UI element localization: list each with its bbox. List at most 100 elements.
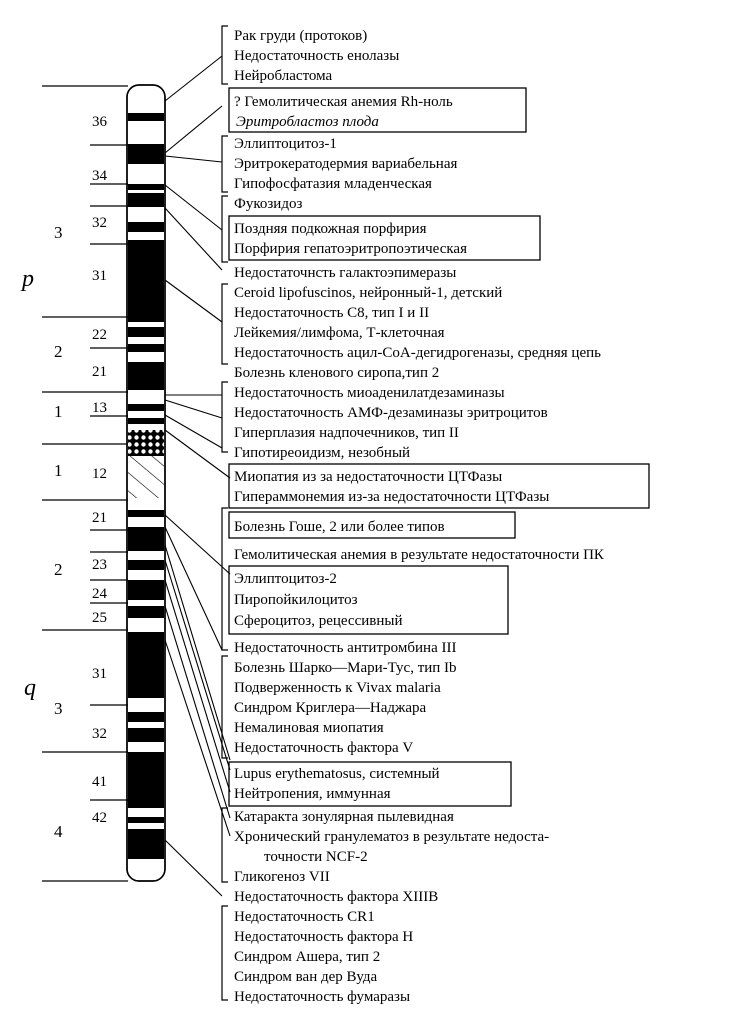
disorder-label: Порфирия гепатоэритропоэтическая bbox=[234, 241, 467, 257]
disorder-label: Немалиновая миопатия bbox=[234, 720, 384, 736]
disorder-label: Сфероцитоз, рецессивный bbox=[234, 613, 403, 629]
disorder-label: точности NCF-2 bbox=[264, 849, 368, 865]
brackets bbox=[221, 25, 228, 1001]
disorder-label: Ceroid lipofuscinos, нейронный-1, детски… bbox=[234, 285, 502, 301]
band-label: 31 bbox=[92, 666, 107, 682]
disorder-label: Миопатия из за недостаточности ЦТФазы bbox=[234, 469, 502, 485]
disorder-label: Нейтропения, иммунная bbox=[234, 786, 391, 802]
disorder-list: Рак груди (протоков) Недостаточность ено… bbox=[234, 28, 605, 1005]
disorder-label: Болезнь кленового сиропа,тип 2 bbox=[234, 365, 439, 381]
band-dark bbox=[128, 362, 164, 390]
band-label: 24 bbox=[92, 586, 108, 602]
disorder-label: Хронический гранулематоз в результате не… bbox=[234, 829, 549, 845]
band-dark bbox=[128, 817, 164, 823]
band-dark bbox=[128, 193, 164, 207]
band-label: 32 bbox=[92, 726, 107, 742]
arm-label-p: p bbox=[20, 266, 34, 292]
connector-lines bbox=[164, 55, 231, 897]
disorder-label: Фукозидоз bbox=[234, 196, 302, 212]
band-dark bbox=[128, 404, 164, 411]
disorder-label: Пиропойкилоцитоз bbox=[234, 592, 358, 608]
disorder-label: Недостаточность миоаденилатдезаминазы bbox=[234, 385, 505, 401]
disorder-label: Недостаточность антитромбина III bbox=[234, 640, 456, 656]
band-dark bbox=[128, 113, 164, 121]
band-label: 21 bbox=[92, 364, 107, 380]
region-label: 1 bbox=[54, 461, 63, 480]
disorder-label: Недостаточность фактора V bbox=[234, 740, 413, 756]
band-label: 31 bbox=[92, 268, 107, 284]
disorder-label: Гипотиреоидизм, незобный bbox=[234, 445, 410, 461]
disorder-label: Недостаточность С8, тип I и II bbox=[234, 305, 429, 321]
disorder-label: Болезнь Шарко—Мари-Тус, тип Ib bbox=[234, 660, 457, 676]
band-label: 42 bbox=[92, 810, 107, 826]
disorder-label: Эллиптоцитоз-2 bbox=[234, 571, 337, 587]
box-porphyria bbox=[228, 215, 541, 261]
disorder-label: Эритрокератодермия вариабельная bbox=[234, 156, 457, 172]
region-label: 3 bbox=[54, 699, 63, 718]
band-dark bbox=[128, 327, 164, 337]
band-label: 21 bbox=[92, 510, 107, 526]
disorder-label: ? Гемолитическая анемия Rh-ноль bbox=[234, 94, 453, 110]
region-lines bbox=[42, 85, 128, 882]
disorder-label: Недостаточность фумаразы bbox=[234, 989, 410, 1005]
disorder-label: Эритробластоз плода bbox=[236, 114, 379, 130]
box-lupus bbox=[228, 761, 512, 807]
region-label: 3 bbox=[54, 223, 63, 242]
band-dark bbox=[128, 632, 164, 698]
band-dark bbox=[128, 606, 164, 618]
heterochromatin bbox=[128, 456, 164, 498]
band-dark bbox=[128, 510, 164, 517]
band-label: 22 bbox=[92, 327, 107, 343]
region-label: 2 bbox=[54, 560, 63, 579]
disorder-label: Синдром Криглера—Наджара bbox=[234, 700, 427, 716]
disorder-label: Рак груди (протоков) bbox=[234, 28, 367, 44]
disorder-label: Недостаточность фактора Н bbox=[234, 929, 413, 945]
band-label: 36 bbox=[92, 114, 108, 130]
band-dark bbox=[128, 418, 164, 424]
disorder-label: Недостаточность CR1 bbox=[234, 909, 375, 925]
disorder-label: Лейкемия/лимфома, Т-клеточная bbox=[234, 325, 445, 341]
disorder-label: Эллиптоцитоз-1 bbox=[234, 136, 337, 152]
disorder-label: Lupus erythematosus, системный bbox=[234, 766, 440, 782]
disorder-label: Гипераммонемия из-за недостаточности ЦТФ… bbox=[234, 489, 549, 505]
disorder-label: Гипофосфатазия младенческая bbox=[234, 176, 432, 192]
region-label: 2 bbox=[54, 342, 63, 361]
band-label: 13 bbox=[92, 400, 107, 416]
band-dark bbox=[128, 829, 164, 859]
band-label: 34 bbox=[92, 168, 108, 184]
band-dark bbox=[128, 560, 164, 570]
band-dark bbox=[128, 712, 164, 722]
arm-label-q: q bbox=[24, 675, 36, 701]
band-dark bbox=[128, 728, 164, 742]
region-label: 4 bbox=[54, 822, 63, 841]
disorder-label: Синдром ван дер Вуда bbox=[234, 969, 378, 985]
disorder-label: Недостаточность фактора XIIIB bbox=[234, 889, 438, 905]
band-label: 25 bbox=[92, 610, 107, 626]
disorder-boxes bbox=[228, 87, 650, 807]
band-label: 23 bbox=[92, 557, 107, 573]
band-dark bbox=[128, 752, 164, 808]
region-label: 1 bbox=[54, 402, 63, 421]
disorder-label: Подверженность к Vivax malaria bbox=[234, 680, 441, 696]
disorder-label: Недостаточность енолазы bbox=[234, 48, 399, 64]
disorder-label: Болезнь Гоше, 2 или более типов bbox=[234, 519, 445, 535]
band-label: 32 bbox=[92, 215, 107, 231]
disorder-label: Катаракта зонулярная пылевидная bbox=[234, 809, 454, 825]
band-dark bbox=[128, 184, 164, 190]
box-elliptocytosis bbox=[228, 565, 509, 635]
disorder-label: Недостаточность АМФ-дезаминазы эритроцит… bbox=[234, 405, 548, 421]
box-hemolytic bbox=[228, 87, 527, 133]
disorder-label: Недостаточнсть галактоэпимеразы bbox=[234, 265, 456, 281]
chromosome-ideogram bbox=[126, 84, 166, 882]
box-gaucher bbox=[228, 511, 516, 539]
centromere bbox=[128, 430, 164, 456]
band-dark bbox=[128, 222, 164, 232]
disorder-label: Гиперплазия надпочечников, тип II bbox=[234, 425, 459, 441]
band-label: 12 bbox=[92, 466, 107, 482]
band-dark bbox=[128, 344, 164, 352]
band-dark bbox=[128, 240, 164, 322]
disorder-label: Нейробластома bbox=[234, 68, 333, 84]
band-dark bbox=[128, 144, 164, 164]
band-dark bbox=[128, 527, 164, 551]
